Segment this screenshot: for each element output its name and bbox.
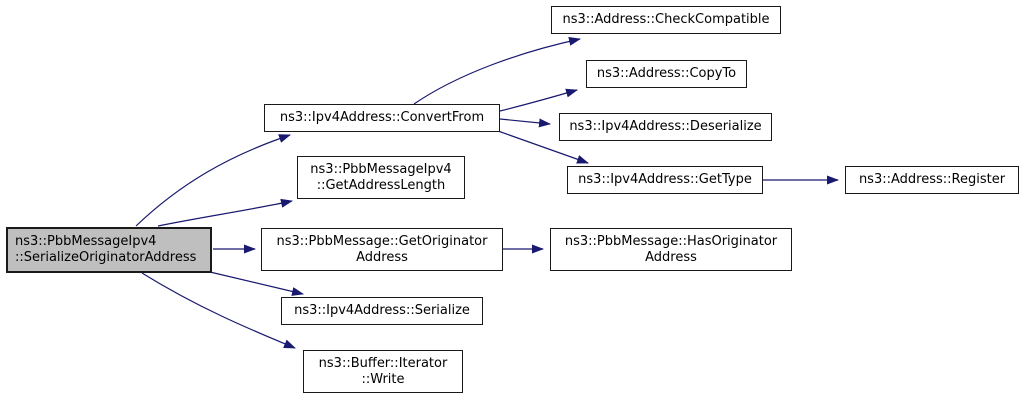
- node-ipv4address-serialize[interactable]: ns3::Ipv4Address::Serialize: [281, 297, 483, 325]
- edge-convert-from-to-check-compatible: [413, 36, 581, 105]
- edge-main-to-get-address-length: [157, 198, 293, 227]
- node-address-checkcompatible[interactable]: ns3::Address::CheckCompatible: [551, 6, 781, 34]
- node-pbbmessage-getoriginatoraddress[interactable]: ns3::PbbMessage::GetOriginator Address: [261, 228, 503, 271]
- node-serialize-originator-address[interactable]: ns3::PbbMessageIpv4 ::SerializeOriginato…: [6, 227, 212, 273]
- node-pbbmessageipv4-getaddresslength[interactable]: ns3::PbbMessageIpv4 ::GetAddressLength: [297, 156, 465, 199]
- edge-convert-from-to-copy-to: [499, 88, 578, 112]
- node-buffer-iterator-write[interactable]: ns3::Buffer::Iterator ::Write: [303, 350, 463, 393]
- edge-main-to-write: [141, 272, 296, 349]
- edge-main-to-serialize: [209, 271, 304, 296]
- node-ipv4address-deserialize[interactable]: ns3::Ipv4Address::Deserialize: [559, 113, 772, 141]
- node-address-copyto[interactable]: ns3::Address::CopyTo: [586, 60, 747, 88]
- edge-convert-from-to-get-type: [497, 130, 589, 164]
- edge-main-to-convert-from: [135, 134, 291, 227]
- node-address-register[interactable]: ns3::Address::Register: [845, 166, 1019, 194]
- node-ipv4address-convertfrom[interactable]: ns3::Ipv4Address::ConvertFrom: [264, 104, 500, 132]
- node-ipv4address-gettype[interactable]: ns3::Ipv4Address::GetType: [567, 166, 763, 194]
- edge-convert-from-to-deserialize: [499, 118, 551, 128]
- node-pbbmessage-hasoriginatoraddress[interactable]: ns3::PbbMessage::HasOriginator Address: [550, 228, 792, 271]
